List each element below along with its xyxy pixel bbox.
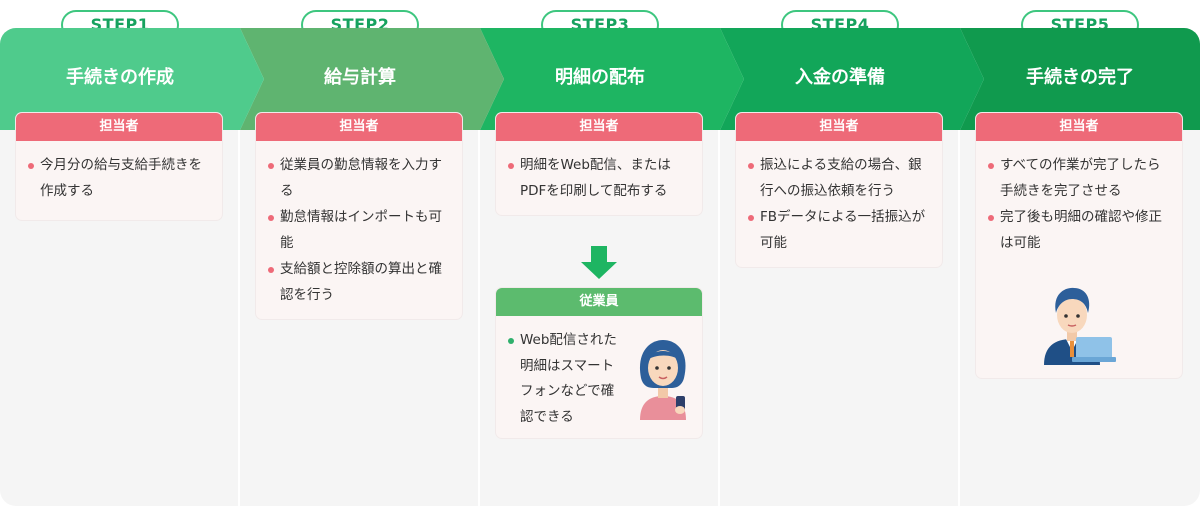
- list-item: 従業員の勤怠情報を入力する: [268, 153, 450, 204]
- list-item: 勤怠情報はインポートも可能: [268, 205, 450, 256]
- step-title-2: 給与計算: [324, 67, 396, 88]
- step5-card: 担当者 すべての作業が完了したら手続きを完了させる 完了後も明細の確認や修正は可…: [976, 113, 1182, 378]
- man-laptop-icon: [1044, 287, 1116, 365]
- list-item: 振込による支給の場合、銀行への振込依頼を行う: [748, 153, 930, 204]
- list-item: 今月分の給与支給手続きを作成する: [28, 153, 210, 204]
- arrow-down-icon: [581, 246, 617, 279]
- list-item: 明細をWeb配信、またはPDFを印刷して配布する: [508, 153, 690, 204]
- list-item: 完了後も明細の確認や修正は可能: [988, 205, 1170, 256]
- card-header: 担当者: [736, 113, 942, 141]
- step-arrow-2: [240, 28, 504, 130]
- step-title-5: 手続きの完了: [1026, 67, 1134, 88]
- column-divider: [718, 130, 720, 506]
- step-arrow-band: [0, 28, 1200, 130]
- column-divider: [958, 130, 960, 506]
- card-header: 従業員: [496, 288, 702, 316]
- step1-card: 担当者 今月分の給与支給手続きを作成する: [16, 113, 222, 220]
- list-item: Web配信された明細はスマートフォンなどで確認できる: [508, 328, 618, 430]
- card-header: 担当者: [496, 113, 702, 141]
- step-title-3: 明細の配布: [555, 67, 645, 88]
- step-title-1: 手続きの作成: [66, 67, 174, 88]
- step-arrow-4: [720, 28, 984, 130]
- column-divider: [478, 130, 480, 506]
- list-item: 支給額と控除額の算出と確認を行う: [268, 257, 450, 308]
- card-header: 担当者: [16, 113, 222, 141]
- step4-card: 担当者 振込による支給の場合、銀行への振込依頼を行う FBデータによる一括振込が…: [736, 113, 942, 267]
- step2-card: 担当者 従業員の勤怠情報を入力する 勤怠情報はインポートも可能 支給額と控除額の…: [256, 113, 462, 319]
- list-item: すべての作業が完了したら手続きを完了させる: [988, 153, 1170, 204]
- step3-card: 担当者 明細をWeb配信、またはPDFを印刷して配布する: [496, 113, 702, 215]
- employee-card: 従業員 Web配信された明細はスマートフォンなどで確認できる: [496, 288, 702, 438]
- woman-smartphone-icon: [639, 340, 686, 420]
- step-arrow-5: [960, 28, 1200, 130]
- card-header: 担当者: [256, 113, 462, 141]
- step-arrow-1: [0, 28, 264, 130]
- list-item: FBデータによる一括振込が可能: [748, 205, 930, 256]
- step-arrow-3: [480, 28, 744, 130]
- card-header: 担当者: [976, 113, 1182, 141]
- step-title-4: 入金の準備: [795, 67, 885, 88]
- column-divider: [238, 130, 240, 506]
